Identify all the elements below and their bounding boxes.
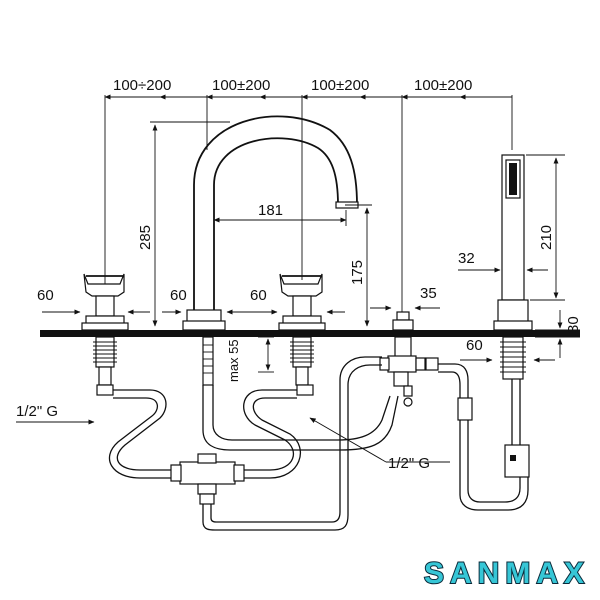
spacing-label-3: 100±200 [311,77,369,94]
deck-thickness-dimension: 30 [535,310,582,358]
hand-shower [493,154,533,331]
inlet-labels: 1/2" G 1/2" G [16,403,450,472]
shower-offset-label: 32 [458,250,475,267]
diverter-35-label: 35 [420,285,437,302]
max-55-dimension: max 55 [226,336,274,382]
deck-thickness-label: 30 [565,316,582,333]
shower-base-60-label: 60 [466,337,483,354]
countertop [40,330,580,337]
max-55-label: max 55 [226,339,241,382]
spout-outlet-label: 175 [349,260,366,285]
spout-base-60-label: 60 [170,287,187,304]
diverter [392,311,414,331]
spout [182,115,359,331]
inlet-left-label: 1/2" G [16,403,58,420]
spout-reach-dimension: 181 [213,202,347,226]
spout-reach-label: 181 [258,202,283,219]
handle-left-60-label: 60 [37,287,54,304]
brand-logo: SANMAX [422,551,592,596]
spout-height-label: 285 [137,225,154,250]
threaded-shanks [93,336,526,407]
brand-name: SANMAX [424,557,590,590]
sanmax-wordmark: SANMAX [423,556,590,591]
spacing-label-4: 100±200 [414,77,472,94]
spout-height-dimension: 285 [137,121,230,327]
small-60-dimensions: 60 60 60 35 60 [37,285,555,363]
hoses [96,356,530,531]
shower-offset-dimension: 32 [458,250,548,273]
spacing-label-2: 100±200 [212,77,270,94]
left-cross-handle [81,273,129,331]
inlet-right-label: 1/2" G [388,455,430,472]
shower-height-label: 210 [538,225,555,250]
shower-height-dimension: 210 [526,154,565,301]
handle-right-60-label: 60 [250,287,267,304]
spacing-label-1: 100÷200 [113,77,171,94]
top-spacing-dimensions: 100÷200 100±200 100±200 100±200 [104,77,513,328]
right-cross-handle [278,273,326,331]
spout-outlet-dimension: 175 [345,204,372,327]
